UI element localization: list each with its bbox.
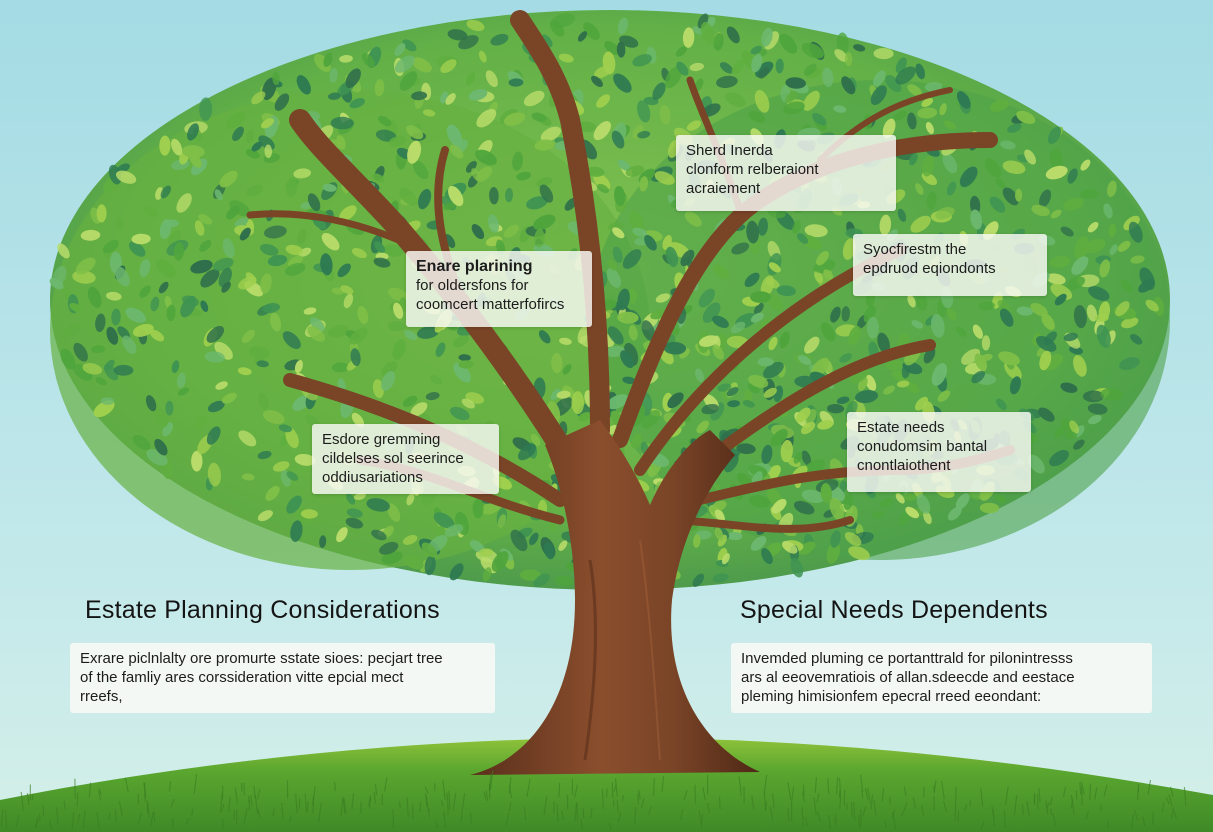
grass-blade <box>861 809 862 826</box>
leaf <box>572 391 585 414</box>
grass-blade <box>64 801 65 810</box>
grass-blade <box>654 778 655 796</box>
paragraph-line: rreefs, <box>80 687 485 706</box>
grass-blade <box>249 800 250 811</box>
label-line: for oldersfons for <box>416 276 582 295</box>
grass-blade <box>154 812 155 823</box>
label-line: cnontlaiothent <box>857 456 1021 475</box>
tree-label-upper-left: Enare plarining for oldersfons for coomc… <box>406 251 592 327</box>
grass-blade <box>956 787 957 801</box>
leaf <box>758 357 774 366</box>
heading-estate-planning: Estate Planning Considerations <box>85 596 440 625</box>
grass-blade <box>1153 812 1154 825</box>
grass-blade <box>6 810 7 829</box>
grass-blade <box>617 800 618 814</box>
heading-special-needs: Special Needs Dependents <box>740 596 1048 625</box>
label-line: clonform relberaiont <box>686 160 886 179</box>
grass-blade <box>1082 787 1083 806</box>
leaf <box>1065 432 1078 439</box>
leaf <box>165 401 173 416</box>
grass-blade <box>234 810 235 820</box>
label-line: Enare plarining <box>416 257 582 276</box>
grass-blade <box>603 789 604 809</box>
paragraph-line: pleming himisionfem epecral rreed eeonda… <box>741 687 1142 706</box>
label-line: epdruod eqiondonts <box>863 259 1037 278</box>
leaf <box>845 52 853 66</box>
label-line: acraiement <box>686 179 886 198</box>
grass-blade <box>1101 805 1102 812</box>
tree-label-upper-right: Syocfirestm the epdruod eqiondonts <box>853 234 1047 296</box>
paragraph-estate-planning: Exrare piclnlalty ore promurte sstate si… <box>70 643 495 713</box>
tree-label-top-right: Sherd Inerda clonform relberaiont acraie… <box>676 135 896 211</box>
grass-blade <box>695 785 696 804</box>
grass-blade <box>638 793 639 804</box>
grass-blade <box>1080 782 1081 794</box>
paragraph-line: of the famliy ares corssideration vitte … <box>80 668 485 687</box>
paragraph-special-needs: Invemded pluming ce portanttrald for pil… <box>731 643 1152 713</box>
grass-blade <box>313 796 314 813</box>
grass-blade <box>1090 784 1091 800</box>
paragraph-line: Exrare piclnlalty ore promurte sstate si… <box>80 649 485 668</box>
tree-label-lower-right: Estate needs conudomsim bantal cnontlaio… <box>847 412 1031 492</box>
label-line: Syocfirestm the <box>863 240 1037 259</box>
paragraph-line: Invemded pluming ce portanttrald for pil… <box>741 649 1142 668</box>
grass-blade <box>607 788 608 797</box>
grass-blade <box>400 801 401 807</box>
grass-blade <box>955 800 956 820</box>
grass-blade <box>1108 820 1109 828</box>
grass-blade <box>1038 794 1039 810</box>
grass-blade <box>612 782 613 798</box>
leaf <box>750 291 771 303</box>
leaf <box>114 365 134 376</box>
label-line: conudomsim bantal <box>857 437 1021 456</box>
paragraph-line: ars al eeovemratiois of allan.sdeecde an… <box>741 668 1142 687</box>
label-line: oddiusariations <box>322 468 489 487</box>
label-line: Estate needs <box>857 418 1021 437</box>
label-line: cildelses sol seerince <box>322 449 489 468</box>
grass-blade <box>583 809 584 819</box>
grass-blade <box>244 783 245 796</box>
grass-blade <box>1022 804 1023 815</box>
tree-label-lower-left: Esdore gremming cildelses sol seerince o… <box>312 424 499 494</box>
grass-blade <box>924 787 925 798</box>
grass-blade <box>788 808 789 821</box>
grass-blade <box>720 797 721 810</box>
leaf <box>867 317 879 339</box>
grass-blade <box>115 809 116 822</box>
label-line: coomcert matterfofircs <box>416 295 582 314</box>
grass-blade <box>1076 790 1077 800</box>
label-line: Sherd Inerda <box>686 141 886 160</box>
label-line: Esdore gremming <box>322 430 489 449</box>
grass-blade <box>958 811 959 822</box>
grass-blade <box>852 802 853 817</box>
